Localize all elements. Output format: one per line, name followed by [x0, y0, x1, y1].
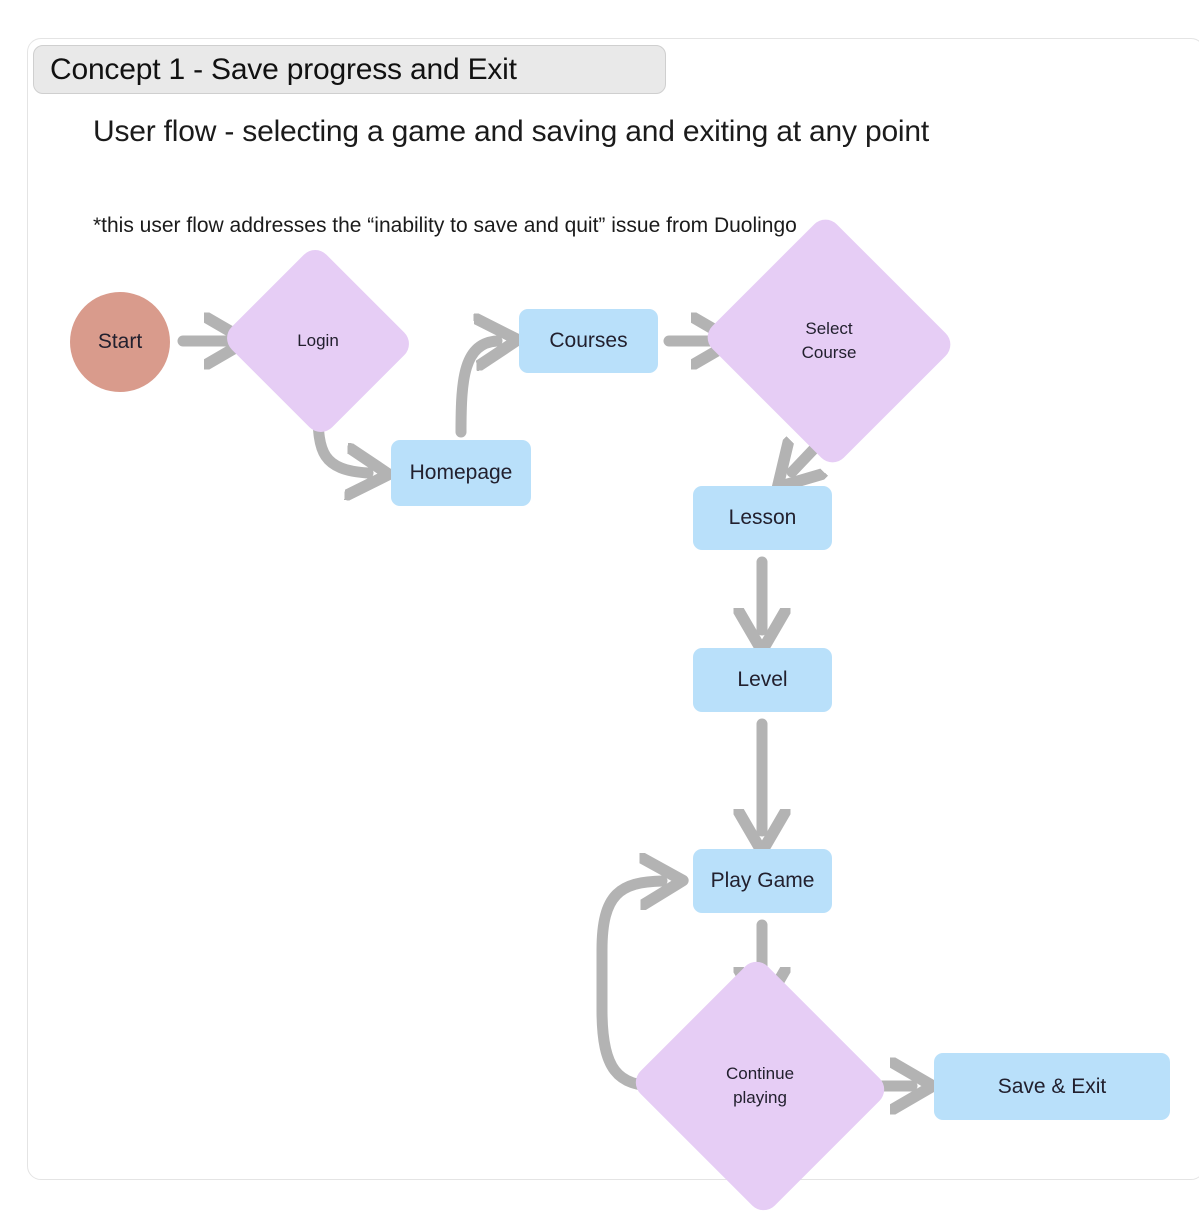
node-start-label: Start: [97, 330, 143, 353]
concept-tab-label: Concept 1 - Save progress and Exit: [50, 52, 517, 86]
node-level[interactable]: Level: [693, 648, 832, 712]
node-play-game-label: Play Game: [710, 869, 815, 892]
page-title: User flow - selecting a game and saving …: [93, 115, 930, 148]
node-select-course[interactable]: Select Course: [701, 213, 957, 469]
page-note: *this user flow addresses the “inability…: [93, 214, 797, 237]
node-start[interactable]: Start: [70, 292, 170, 392]
node-homepage[interactable]: Homepage: [391, 440, 531, 506]
node-level-label: Level: [737, 668, 788, 691]
node-lesson[interactable]: Lesson: [693, 486, 832, 550]
node-save-exit-label: Save & Exit: [997, 1074, 1107, 1098]
node-courses[interactable]: Courses: [519, 309, 658, 373]
concept-card: [27, 38, 1199, 1180]
node-save-exit[interactable]: Save & Exit: [934, 1053, 1170, 1120]
node-continue-playing[interactable]: Continue playing: [629, 955, 891, 1217]
node-login-label: Login: [297, 331, 339, 350]
node-courses-label: Courses: [549, 329, 628, 352]
node-lesson-label: Lesson: [728, 506, 797, 529]
node-play-game[interactable]: Play Game: [693, 849, 832, 913]
node-select-course-label: Select Course: [801, 319, 857, 362]
node-continue-playing-label: Continue playing: [725, 1064, 795, 1107]
node-login[interactable]: Login: [220, 243, 416, 439]
concept-tab[interactable]: Concept 1 - Save progress and Exit: [33, 45, 666, 94]
node-homepage-label: Homepage: [409, 461, 513, 484]
